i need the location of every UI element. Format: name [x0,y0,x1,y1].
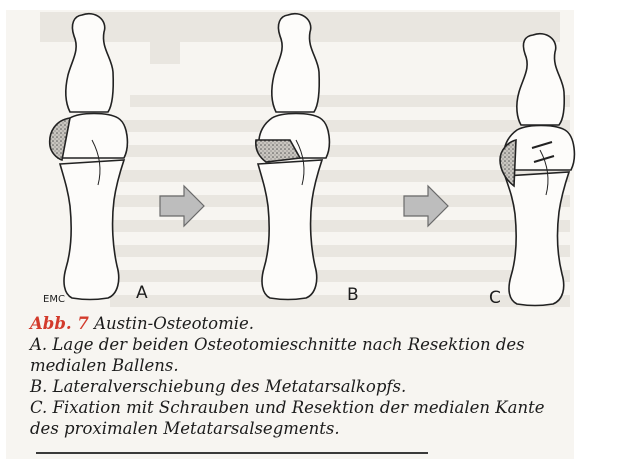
bone-b [256,14,330,300]
caption-title: Austin-Osteotomie. [94,314,254,333]
caption-line: des proximalen Metatarsalsegments. [30,418,575,439]
arrow-b-to-c [404,186,448,226]
caption-rule [36,452,428,454]
caption-line: medialen Ballens. [30,355,575,376]
caption-line: B. Lateralverschiebung des Metatarsalkop… [30,376,575,397]
emc-credit: EMC [43,294,65,305]
arrow-a-to-b [160,186,204,226]
label-c: C [489,288,501,308]
caption-line: C. Fixation mit Schrauben und Resektion … [30,397,575,418]
figure-caption: Abb. 7 Austin-Osteotomie. A. Lage der be… [30,313,575,439]
bone-c [500,34,574,306]
caption-title-line: Abb. 7 Austin-Osteotomie. [30,313,575,334]
label-a: A [136,283,148,303]
caption-figure-number: Abb. 7 [30,314,89,333]
bone-a [50,14,128,300]
label-b: B [347,285,359,305]
caption-line: A. Lage der beiden Osteotomieschnitte na… [30,334,575,355]
